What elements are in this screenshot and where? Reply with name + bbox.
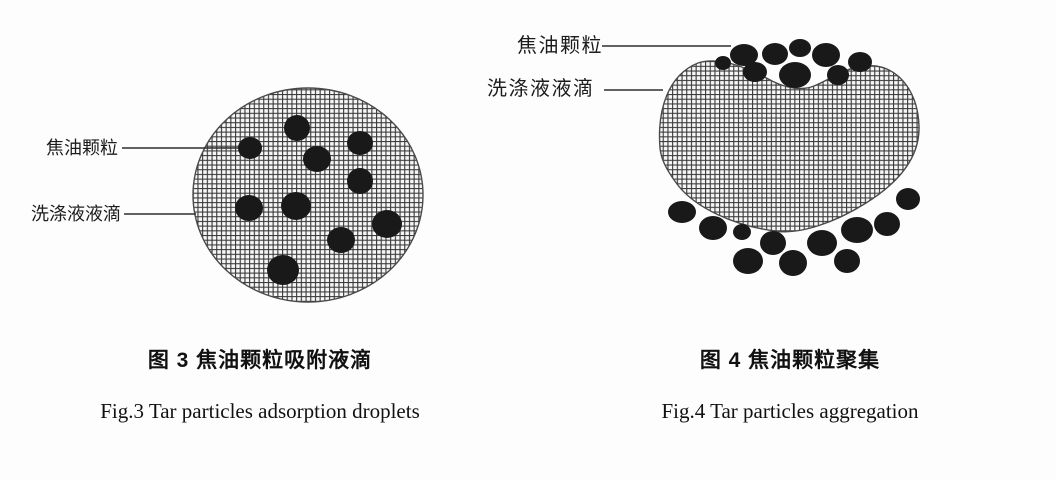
tar-particle: [730, 44, 758, 66]
tar-particle: [281, 192, 311, 220]
fig3-droplet-diagram: [122, 87, 424, 303]
tar-particle: [238, 137, 262, 159]
tar-particle: [848, 52, 872, 72]
washing-droplet-shape: [192, 87, 424, 303]
fig3-tar-particles-label: 焦油颗粒: [46, 138, 118, 158]
tar-particle: [372, 210, 402, 238]
tar-particle: [779, 62, 811, 88]
fig3-caption-en: Fig.3 Tar particles adsorption droplets: [100, 399, 420, 423]
tar-particle: [760, 231, 786, 255]
fig4-tar-particles-label: 焦油颗粒: [517, 35, 603, 57]
tar-particle: [779, 250, 807, 276]
fig4-caption-zh: 图 4 焦油颗粒聚集: [699, 349, 881, 372]
tar-particle: [715, 56, 731, 70]
fig4-aggregation-diagram: [602, 39, 920, 276]
tar-particle: [789, 39, 811, 57]
tar-particle: [896, 188, 920, 210]
tar-particle: [743, 62, 767, 82]
fig4-caption-en: Fig.4 Tar particles aggregation: [661, 399, 919, 423]
tar-particle: [699, 216, 727, 240]
fig3-caption-block: 图 3 焦油颗粒吸附液滴 Fig.3 Tar particles adsorpt…: [40, 349, 480, 423]
tar-particle: [235, 195, 263, 221]
tar-particle: [834, 249, 860, 273]
tar-particle: [841, 217, 873, 243]
fig3-caption-zh: 图 3 焦油颗粒吸附液滴: [147, 349, 373, 372]
tar-particle: [347, 168, 373, 194]
tar-particle: [874, 212, 900, 236]
tar-particle: [733, 224, 751, 240]
tar-particle: [267, 255, 299, 285]
fig3-washing-droplet-label: 洗涤液液滴: [31, 204, 121, 224]
tar-particle: [668, 201, 696, 223]
tar-particle: [812, 43, 840, 67]
tar-particle: [284, 115, 310, 141]
tar-particle: [347, 131, 373, 155]
tar-particle: [303, 146, 331, 172]
tar-particles-top-group: [715, 39, 872, 88]
fig4-caption-block: 图 4 焦油颗粒聚集 Fig.4 Tar particles aggregati…: [570, 349, 1010, 423]
tar-particles-group: [235, 115, 402, 285]
tar-particle: [762, 43, 788, 65]
tar-particle: [733, 248, 763, 274]
tar-particle: [327, 227, 355, 253]
fig4-washing-droplet-label: 洗涤液液滴: [487, 78, 595, 100]
tar-particle: [807, 230, 837, 256]
tar-particles-bottom-group: [668, 188, 920, 276]
tar-particle: [827, 65, 849, 85]
